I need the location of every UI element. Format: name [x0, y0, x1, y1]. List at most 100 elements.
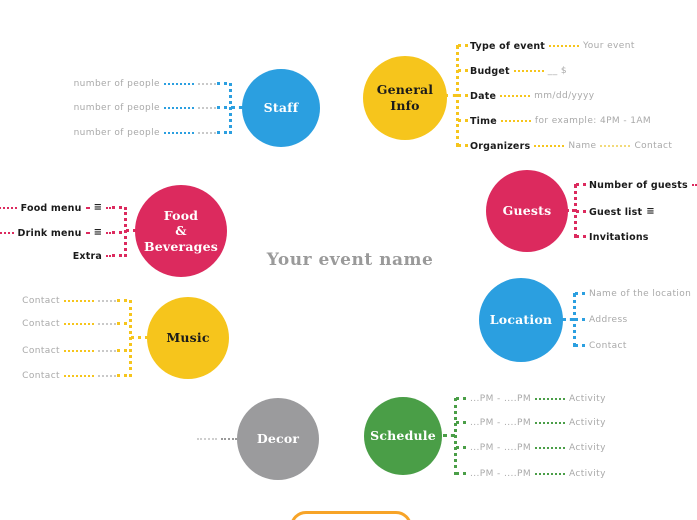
- dotted-line: [85, 207, 90, 209]
- node-guests-row: Number of guests: [589, 178, 697, 192]
- menu-icon[interactable]: ≡: [93, 202, 102, 213]
- dotted-line: [98, 375, 116, 377]
- node-general-info-branch-stub: [458, 94, 468, 97]
- node-staff-field[interactable]: number of people: [73, 128, 160, 138]
- node-music-row: Contact: [22, 294, 116, 308]
- node-location-row: Name of the location: [589, 287, 691, 301]
- node-food-beverages-row: MenuFood menu≡: [0, 201, 114, 215]
- node-music-connector: [131, 336, 148, 339]
- node-schedule-field[interactable]: Activity: [568, 418, 606, 428]
- node-general-info-field[interactable]: Name: [568, 141, 597, 151]
- node-schedule-field[interactable]: Activity: [568, 443, 606, 453]
- node-staff-field[interactable]: number of people: [73, 79, 160, 89]
- dotted-line: [64, 375, 94, 377]
- node-general-info-branch-stub: [458, 44, 468, 47]
- dotted-line: [98, 300, 116, 302]
- node-location-field[interactable]: Name of the location: [589, 289, 692, 299]
- node-general-info-field[interactable]: Type of event: [470, 40, 546, 52]
- node-food-beverages-bracket: [124, 207, 127, 257]
- bottom-box[interactable]: [290, 511, 412, 520]
- node-general-info-field[interactable]: __ $: [547, 66, 567, 76]
- node-general-info-field[interactable]: Your event: [583, 41, 635, 51]
- node-food-beverages-field[interactable]: Food menu: [20, 202, 82, 214]
- dotted-line: [549, 45, 580, 47]
- node-schedule-row: ...PM - ....PM Activity: [470, 392, 606, 406]
- node-schedule-circle[interactable]: Schedule: [364, 397, 442, 475]
- node-staff-circle[interactable]: Staff: [242, 69, 320, 147]
- dotted-line: [164, 132, 194, 134]
- node-general-info-field[interactable]: Date: [470, 90, 497, 102]
- node-location-field[interactable]: Contact: [589, 341, 627, 351]
- node-location-branch-stub: [575, 344, 585, 347]
- node-food-beverages-field[interactable]: Extra: [72, 250, 102, 262]
- node-general-info-field[interactable]: mm/dd/yyyy: [534, 91, 595, 101]
- node-music-branch-stub: [117, 374, 127, 377]
- dotted-line: [198, 132, 216, 134]
- node-general-info-branch-stub: [458, 69, 468, 72]
- node-guests-branch-stub: [576, 210, 586, 213]
- node-music-row: Contact: [22, 369, 116, 383]
- dotted-line: [0, 207, 17, 209]
- node-schedule-field[interactable]: ...PM - ....PM: [470, 394, 531, 404]
- node-location-label: Location: [489, 312, 553, 328]
- node-location-connector: [562, 318, 574, 321]
- node-guests-field[interactable]: Invitations: [589, 231, 649, 243]
- node-schedule-field[interactable]: Activity: [568, 394, 606, 404]
- event-name-title[interactable]: Your event name: [266, 250, 434, 270]
- node-schedule-branch-stub: [456, 446, 466, 449]
- node-food-beverages-row: Extra: [73, 249, 114, 263]
- node-music-field[interactable]: Contact: [22, 371, 60, 381]
- node-location-bracket: [573, 293, 576, 347]
- node-music-field[interactable]: Contact: [22, 296, 60, 306]
- dotted-line: [0, 232, 14, 234]
- node-food-beverages-label: Food & Beverages: [144, 207, 218, 254]
- node-schedule-row: ...PM - ....PM Activity: [470, 416, 606, 430]
- node-staff-field[interactable]: number of people: [73, 103, 160, 113]
- node-location-row: Contact: [589, 339, 627, 353]
- node-music-circle[interactable]: Music: [147, 297, 229, 379]
- node-food-beverages-row: MenuDrink menu≡: [0, 226, 114, 240]
- node-location-row: Address: [589, 313, 628, 327]
- node-guests-circle[interactable]: Guests: [486, 170, 568, 252]
- menu-icon[interactable]: ≡: [93, 227, 102, 238]
- dotted-line: [98, 350, 116, 352]
- node-decor-row: [197, 432, 237, 446]
- node-general-info-row: Time for example: 4PM - 1AM: [470, 114, 651, 128]
- node-general-info-field[interactable]: Organizers: [470, 140, 531, 152]
- node-music-branch-stub: [117, 322, 127, 325]
- node-general-info-label: General Info: [376, 82, 434, 113]
- node-general-info-branch-stub: [458, 119, 468, 122]
- node-decor-circle[interactable]: Decor: [237, 398, 319, 480]
- node-food-beverages-branch-stub: [112, 231, 122, 234]
- dotted-line: [164, 83, 194, 85]
- node-schedule-field[interactable]: ...PM - ....PM: [470, 418, 531, 428]
- node-staff-row: number of people: [74, 101, 216, 115]
- node-location-branch-stub: [575, 292, 585, 295]
- node-general-info-field[interactable]: Budget: [470, 65, 510, 77]
- menu-icon[interactable]: ≡: [646, 206, 655, 217]
- dotted-line: [198, 83, 216, 85]
- node-general-info-field[interactable]: Contact: [634, 141, 673, 151]
- node-general-info-field[interactable]: for example: 4PM - 1AM: [534, 116, 652, 126]
- node-music-field[interactable]: Contact: [22, 319, 60, 329]
- node-guests-row: Guest list≡: [589, 205, 655, 219]
- node-schedule-row: ...PM - ....PM Activity: [470, 441, 606, 455]
- node-location-branch-stub: [575, 318, 585, 321]
- node-general-info-row: Type of event Your event: [470, 39, 635, 53]
- node-schedule-field[interactable]: ...PM - ....PM: [470, 443, 531, 453]
- node-general-info-branch-stub: [458, 144, 468, 147]
- node-schedule-field[interactable]: Activity: [568, 469, 606, 479]
- node-location-field[interactable]: Address: [589, 315, 628, 325]
- node-food-beverages-field[interactable]: Drink menu: [17, 227, 82, 239]
- dotted-line: [500, 120, 531, 122]
- node-general-info-circle[interactable]: General Info: [363, 56, 447, 140]
- node-location-circle[interactable]: Location: [479, 278, 563, 362]
- node-guests-field[interactable]: Guest list: [589, 206, 643, 218]
- node-guests-field[interactable]: Number of guests: [589, 179, 688, 191]
- node-food-beverages-circle[interactable]: Food & Beverages: [135, 185, 227, 277]
- node-general-info-connector: [445, 94, 456, 97]
- node-general-info-field[interactable]: Time: [470, 115, 497, 127]
- node-schedule-field[interactable]: ...PM - ....PM: [470, 469, 531, 479]
- node-music-field[interactable]: Contact: [22, 346, 60, 356]
